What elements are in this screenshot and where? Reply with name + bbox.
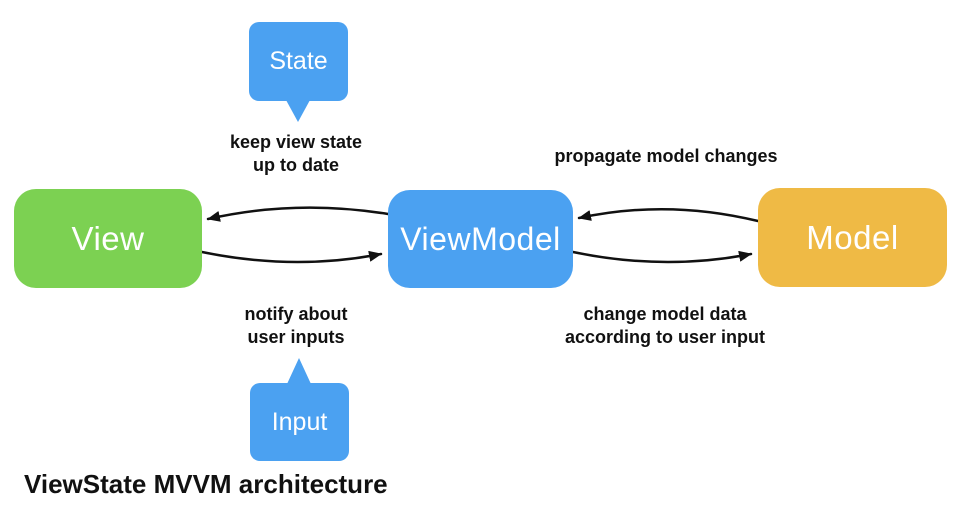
node-view: View xyxy=(14,189,202,288)
arrow-viewmodel-to-model xyxy=(571,250,753,264)
node-model-label: Model xyxy=(806,218,899,256)
state-bubble-label: State xyxy=(269,47,328,75)
input-bubble: Input xyxy=(250,358,349,461)
state-bubble-tail xyxy=(285,100,310,122)
edge-label-propagate-model-changes: propagate model changes xyxy=(554,146,778,166)
node-viewmodel-label: ViewModel xyxy=(400,220,561,257)
input-bubble-label: Input xyxy=(271,407,328,436)
arrow-viewmodel-to-view xyxy=(206,206,390,222)
arrow-model-to-viewmodel xyxy=(577,207,760,223)
edge-label-keep-view-state: keep view state up to date xyxy=(229,132,363,175)
edge-label-notify-user-inputs: notify about user inputs xyxy=(244,304,348,347)
node-model: Model xyxy=(758,188,947,287)
arrow-view-to-viewmodel xyxy=(200,250,383,264)
node-viewmodel: ViewModel xyxy=(388,190,573,288)
input-bubble-tail xyxy=(286,358,311,384)
state-bubble: State xyxy=(249,22,348,122)
diagram-title: ViewState MVVM architecture xyxy=(24,469,388,499)
node-view-label: View xyxy=(71,219,145,257)
edge-label-change-model-data: change model data according to user inpu… xyxy=(564,304,765,347)
